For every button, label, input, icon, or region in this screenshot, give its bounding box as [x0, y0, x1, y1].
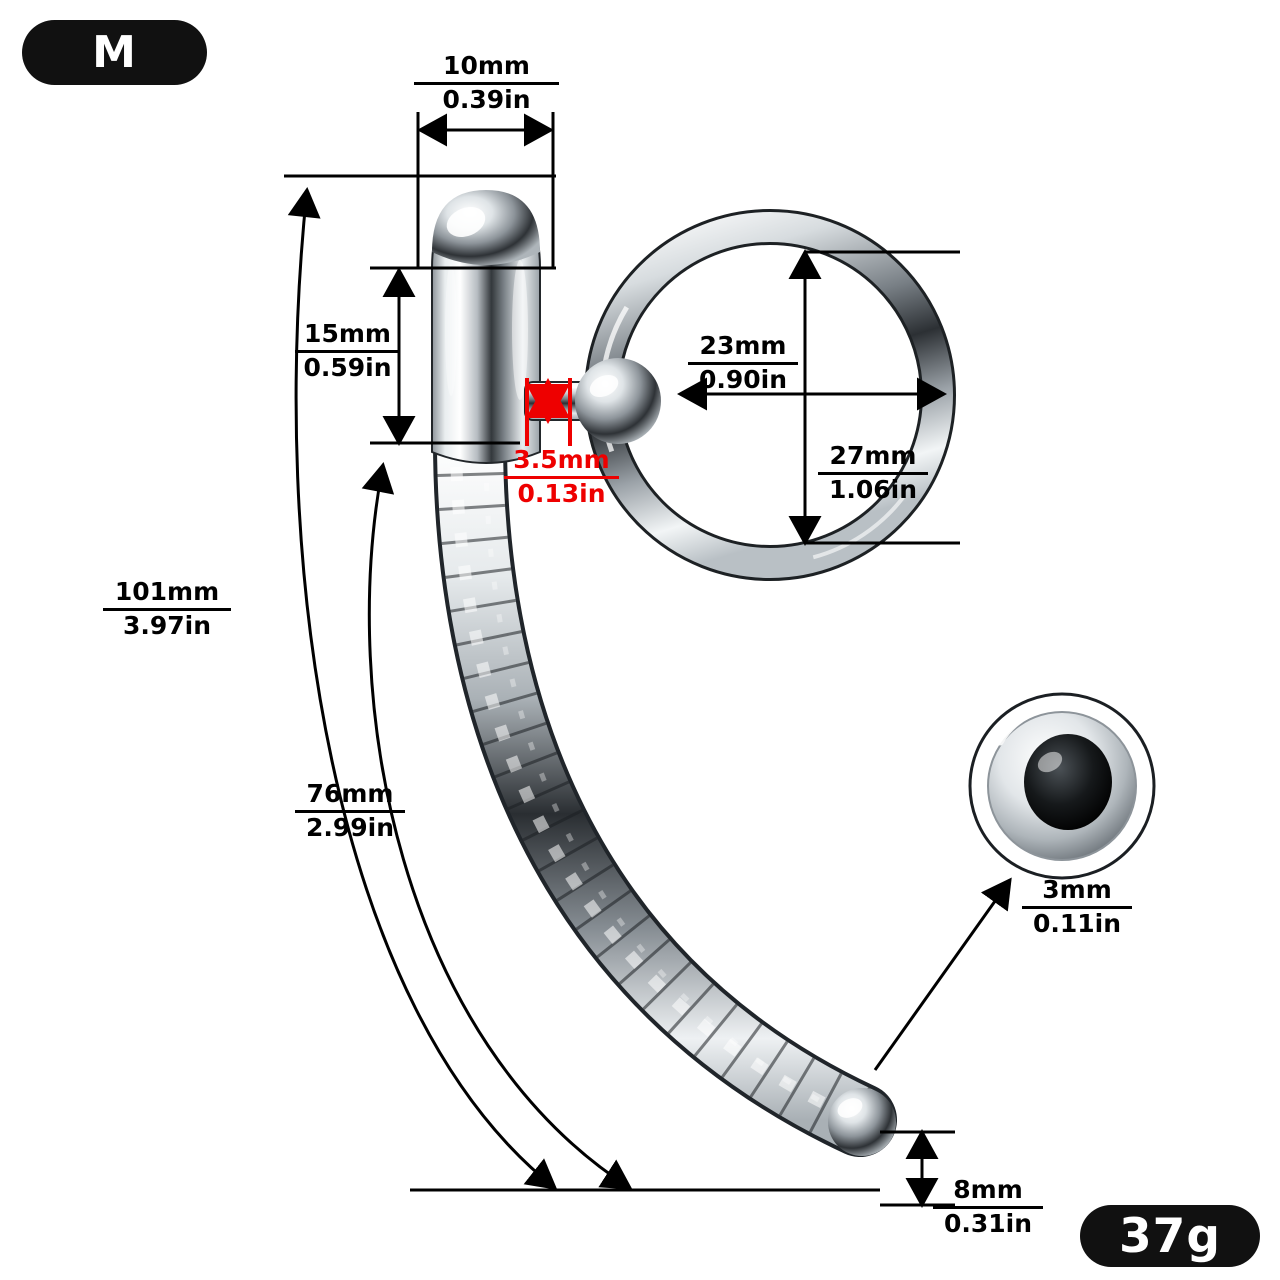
dim-ring-inner-mm: 23mm: [699, 331, 787, 360]
dim-hole-diameter: 3mm 0.11in: [1022, 875, 1132, 939]
glans-ring: [584, 209, 956, 581]
dim-stem-gap: 3.5mm 0.13in: [504, 445, 619, 509]
weight-badge: 37g: [1080, 1205, 1260, 1267]
dim-ring-outer: 27mm 1.06in: [818, 441, 928, 505]
dim-total-length-mm: 101mm: [114, 577, 220, 606]
dim-insert-length-mm: 76mm: [306, 779, 394, 808]
dim-total-length-in: 3.97in: [103, 607, 231, 641]
dim-hole-diameter-in: 0.11in: [1022, 905, 1132, 939]
size-badge: M: [22, 20, 207, 85]
dim-head-diameter: 10mm 0.39in: [414, 51, 559, 115]
dim-insert-length-in: 2.99in: [295, 809, 405, 843]
shaft-head: [431, 190, 541, 464]
dim-insert-length: 76mm 2.99in: [295, 779, 405, 843]
dim-head-length: 15mm 0.59in: [295, 319, 400, 383]
dim-head-length-in: 0.59in: [295, 349, 400, 383]
dim-head-length-mm: 15mm: [304, 319, 391, 348]
dim-ring-inner-in: 0.90in: [688, 361, 798, 395]
dim-stem-gap-in: 0.13in: [504, 475, 619, 509]
dim-head-diameter-mm: 10mm: [443, 51, 530, 80]
through-hole-detail: [968, 692, 1156, 880]
dim-tip-diameter-mm: 8mm: [953, 1175, 1023, 1204]
beaded-shaft: [433, 403, 897, 1157]
dim-ring-inner: 23mm 0.90in: [688, 331, 798, 395]
dim-ring-outer-in: 1.06in: [818, 471, 928, 505]
dim-tip-diameter-in: 0.31in: [933, 1205, 1043, 1239]
cross-stem: [524, 358, 661, 444]
dim-head-diameter-in: 0.39in: [414, 81, 559, 115]
dim-stem-gap-mm: 3.5mm: [513, 445, 610, 474]
dim-tip-diameter: 8mm 0.31in: [933, 1175, 1043, 1239]
dim-hole-diameter-mm: 3mm: [1042, 875, 1112, 904]
dim-ring-outer-mm: 27mm: [829, 441, 917, 470]
dim-total-length: 101mm 3.97in: [103, 577, 231, 641]
